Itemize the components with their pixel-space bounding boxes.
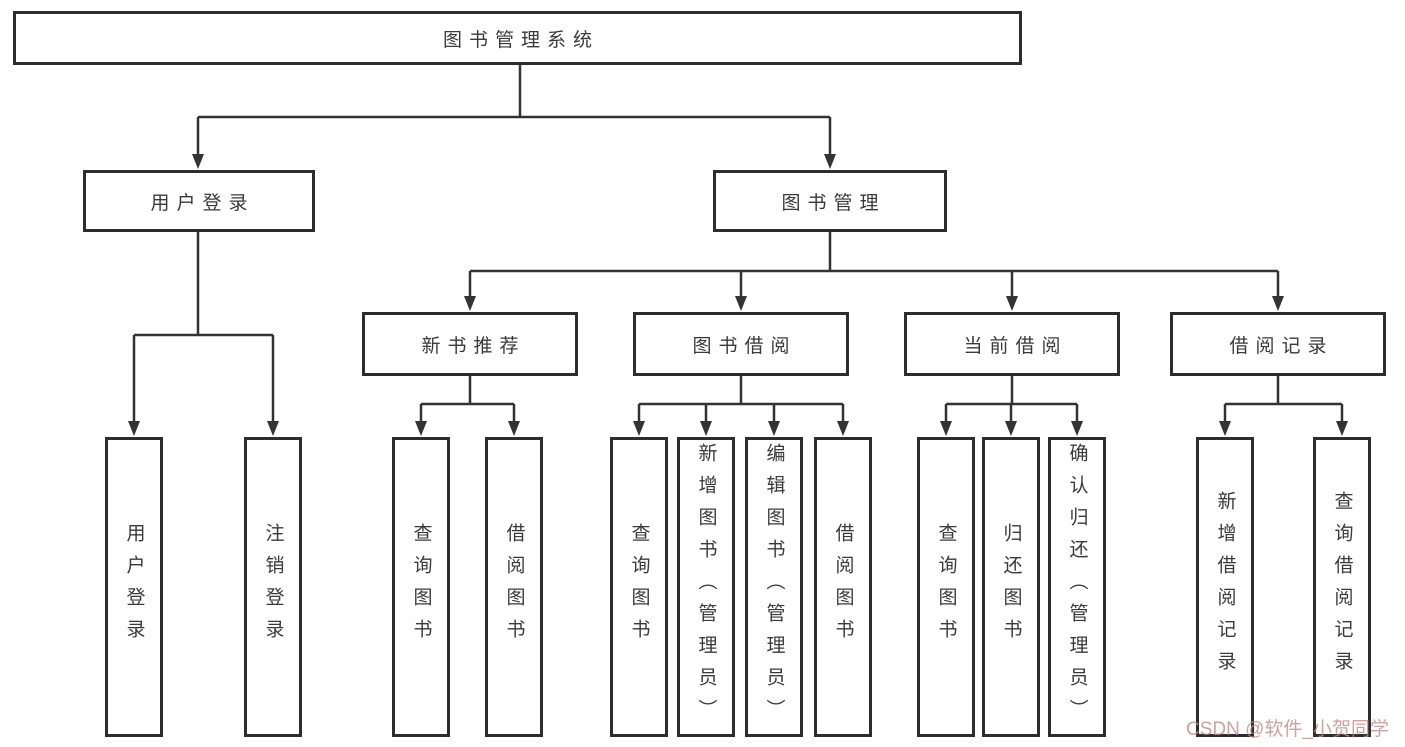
leaf-label: 查询图书 bbox=[628, 523, 650, 651]
leaf-label: 确认归还（管理员） bbox=[1066, 443, 1088, 731]
leaf-label: 新增借阅记录 bbox=[1214, 491, 1236, 683]
node-label: 新书推荐 bbox=[421, 335, 526, 357]
leaf-label: 用户登录 bbox=[123, 523, 145, 651]
leaf-label: 新增图书（管理员） bbox=[695, 443, 717, 731]
leaf-label: 归还图书 bbox=[1000, 523, 1022, 651]
leaf-query-books-recommend: 查询图书 bbox=[392, 437, 450, 737]
node-label: 图书借阅 bbox=[692, 335, 797, 357]
leaf-query-books-borrowing: 查询图书 bbox=[610, 437, 668, 737]
node-book-borrowing: 图书借阅 bbox=[633, 312, 849, 376]
leaf-label: 借阅图书 bbox=[503, 523, 525, 651]
leaf-label: 注销登录 bbox=[262, 523, 284, 651]
node-user-login: 用户登录 bbox=[83, 170, 315, 232]
node-label: 当前借阅 bbox=[963, 335, 1068, 357]
leaf-borrow-books-recommend: 借阅图书 bbox=[485, 437, 543, 737]
node-borrow-records: 借阅记录 bbox=[1170, 312, 1386, 376]
leaf-label: 查询借阅记录 bbox=[1331, 491, 1353, 683]
leaf-logout: 注销登录 bbox=[244, 437, 302, 737]
node-new-book-recommend: 新书推荐 bbox=[362, 312, 578, 376]
leaf-label: 编辑图书（管理员） bbox=[763, 443, 785, 731]
leaf-add-books-admin: 新增图书（管理员） bbox=[677, 437, 735, 737]
leaf-label: 借阅图书 bbox=[832, 523, 854, 651]
node-current-borrowing: 当前借阅 bbox=[904, 312, 1120, 376]
node-root: 图书管理系统 bbox=[13, 11, 1022, 65]
leaf-label: 查询图书 bbox=[935, 523, 957, 651]
leaf-add-borrow-record: 新增借阅记录 bbox=[1196, 437, 1254, 737]
node-label: 图书管理 bbox=[781, 192, 886, 214]
leaf-borrow-books-borrowing: 借阅图书 bbox=[814, 437, 872, 737]
leaf-query-books-current: 查询图书 bbox=[917, 437, 975, 737]
node-label: 图书管理系统 bbox=[442, 29, 599, 51]
leaf-edit-books-admin: 编辑图书（管理员） bbox=[745, 437, 803, 737]
leaf-confirm-return-admin: 确认归还（管理员） bbox=[1048, 437, 1106, 737]
watermark: CSDN @软件_小贺同学 bbox=[1186, 719, 1389, 740]
node-book-management: 图书管理 bbox=[713, 170, 947, 232]
node-label: 借阅记录 bbox=[1229, 335, 1334, 357]
node-label: 用户登录 bbox=[150, 192, 255, 214]
leaf-label: 查询图书 bbox=[410, 523, 432, 651]
leaf-query-borrow-record: 查询借阅记录 bbox=[1313, 437, 1371, 737]
leaf-return-books: 归还图书 bbox=[982, 437, 1040, 737]
leaf-user-login: 用户登录 bbox=[105, 437, 163, 737]
